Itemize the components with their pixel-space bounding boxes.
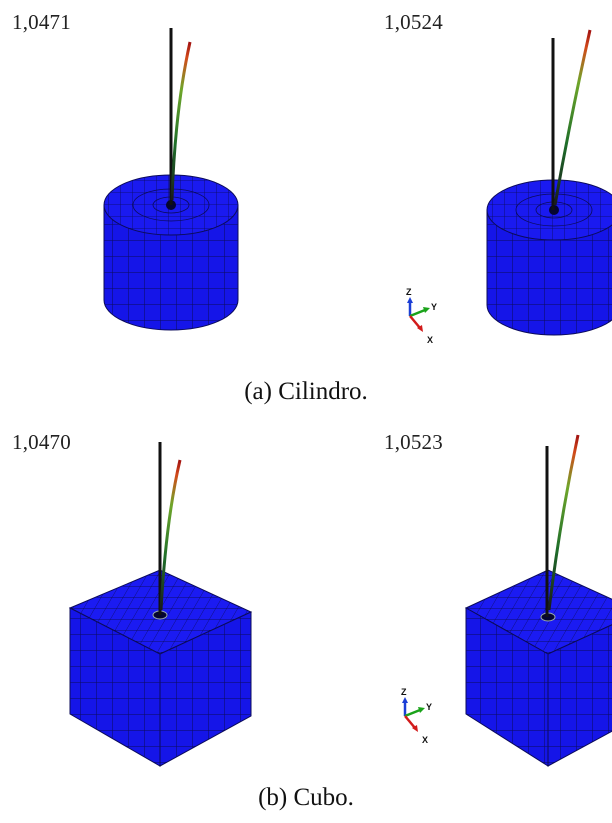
panel-b-right-value: 1,0523 (384, 430, 443, 454)
axis-triad-a: Z Y X (406, 287, 437, 345)
panel-b-left-value: 1,0470 (12, 430, 71, 454)
cylinder-right (486, 179, 612, 336)
panel-b-figure: Z Y X (68, 434, 612, 767)
axis-y-label: Y (431, 302, 437, 312)
cube-left (68, 569, 253, 767)
caption-a: (a) Cilindro. (244, 378, 368, 405)
axis-x-label: X (422, 735, 428, 745)
cube-right (464, 569, 612, 767)
cube-pile-left (158, 442, 182, 615)
pile-left (169, 28, 192, 205)
pile-right (551, 29, 592, 210)
axis-triad-b: Z Y X (401, 687, 432, 745)
panel-a-right-value: 1,0524 (384, 10, 443, 34)
panel-a-figure: Z Y X (103, 28, 612, 345)
axis-z-label: Z (401, 687, 407, 697)
cube-pile-right (545, 434, 580, 617)
axis-x-label: X (427, 335, 433, 345)
axis-z-label: Z (406, 287, 412, 297)
axis-y-label: Y (426, 702, 432, 712)
caption-b: (b) Cubo. (258, 784, 354, 811)
panel-a-left-value: 1,0471 (12, 10, 71, 34)
